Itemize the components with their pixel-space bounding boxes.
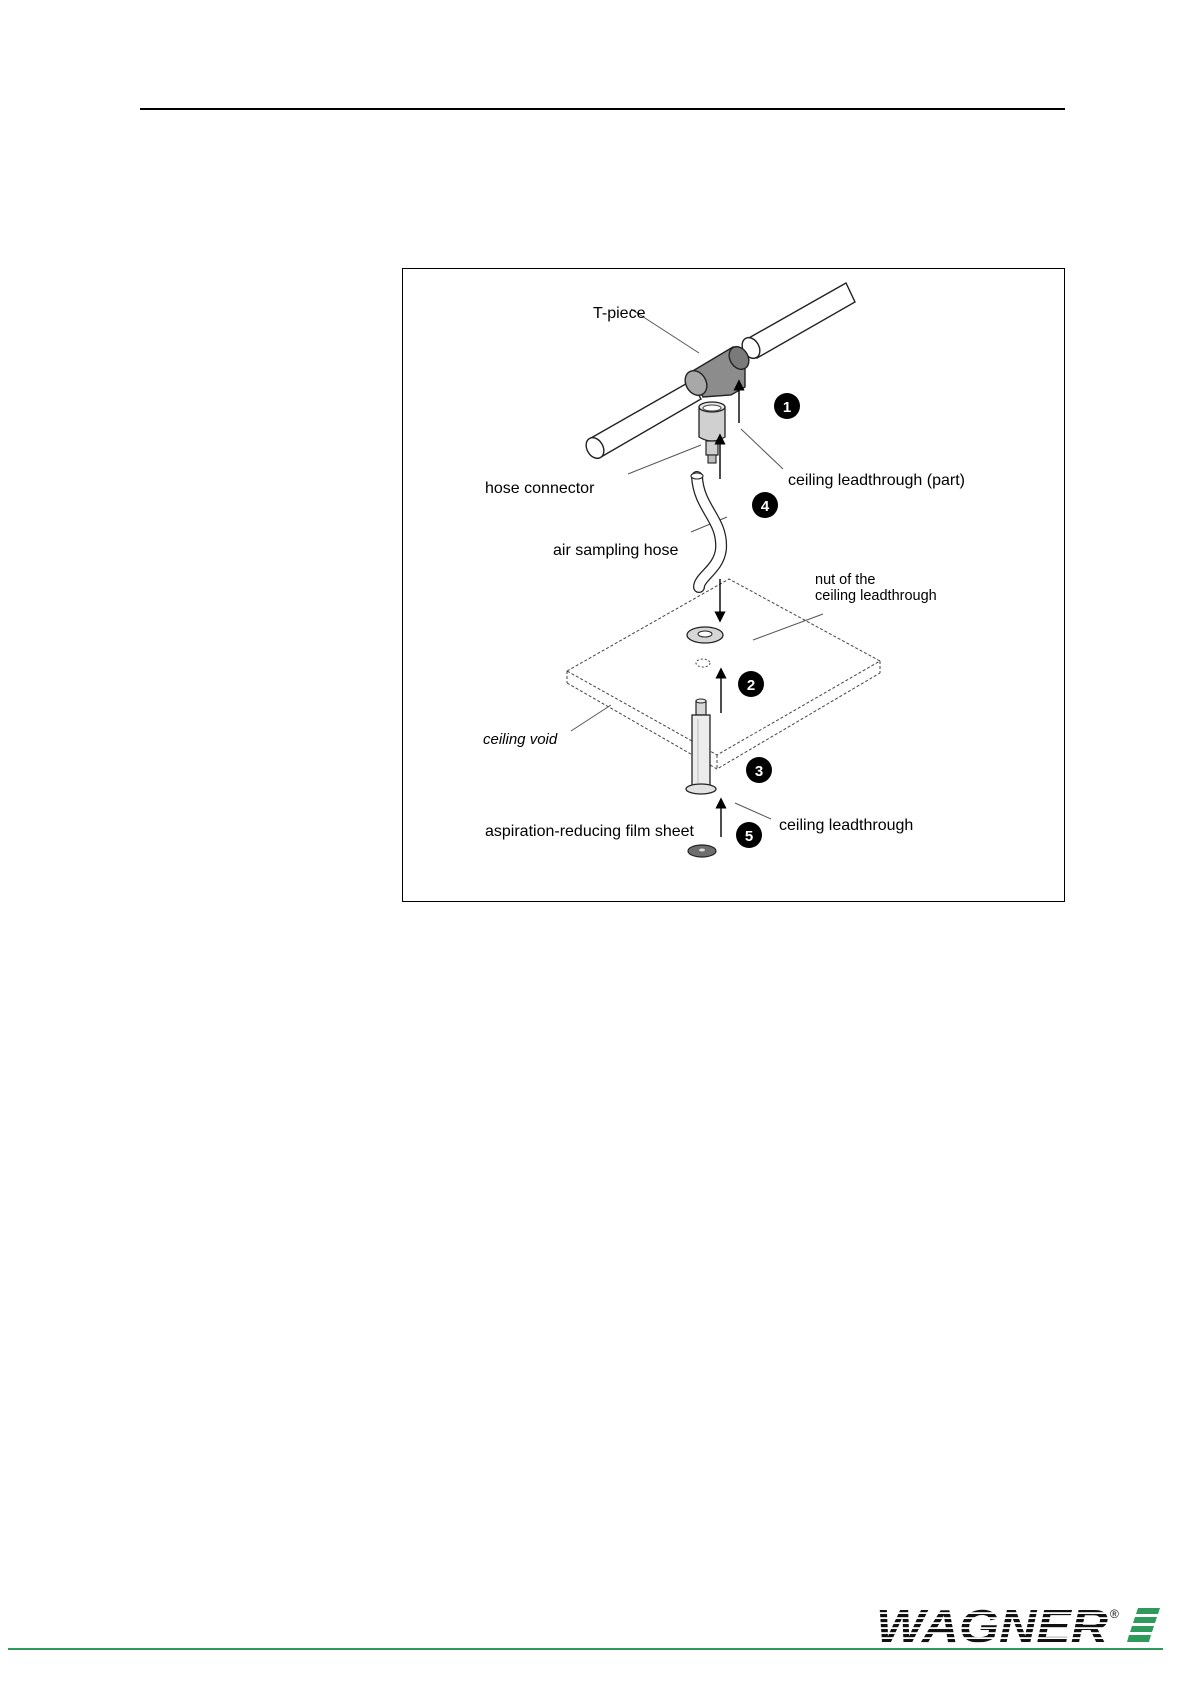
ceiling-leadthrough — [686, 699, 716, 794]
footer-rule — [8, 1648, 1163, 1650]
hose-connector — [706, 441, 718, 463]
ceiling-leadthrough-part — [699, 402, 725, 441]
t-piece — [681, 343, 753, 399]
label-ceiling-leadthrough: ceiling leadthrough — [779, 817, 913, 835]
installation-figure: 1 4 2 3 5 T-piece hose connector ceiling… — [402, 268, 1065, 902]
logo-wordmark: WAGNER — [876, 1604, 1108, 1646]
wagner-logo: WAGNER ® — [876, 1604, 1166, 1646]
exploded-assembly-drawing: 1 4 2 3 5 — [403, 269, 1066, 903]
assembly-arrows — [720, 385, 739, 837]
header-rule — [140, 108, 1065, 110]
step-3-number: 3 — [755, 763, 763, 780]
right-pipe — [739, 283, 855, 362]
label-film-sheet: aspiration-reducing film sheet — [485, 823, 694, 841]
step-2-number: 2 — [747, 677, 755, 694]
left-pipe — [583, 381, 701, 462]
step-markers — [736, 393, 800, 848]
step-5-number: 5 — [745, 828, 753, 845]
nut — [687, 627, 723, 643]
film-sheet — [688, 845, 716, 857]
label-hose-connector: hose connector — [485, 480, 594, 498]
label-air-sampling-hose: air sampling hose — [553, 542, 678, 560]
label-nut-line2: ceiling leadthrough — [815, 588, 937, 604]
step-1-number: 1 — [783, 399, 791, 416]
label-nut-line1: nut of the — [815, 572, 875, 588]
label-ceiling-leadthrough-part: ceiling leadthrough (part) — [788, 472, 965, 490]
ceiling-void-plate — [567, 579, 880, 769]
label-t-piece: T-piece — [593, 305, 645, 323]
logo-green-bars — [1127, 1608, 1160, 1642]
step-4-number: 4 — [761, 498, 770, 515]
label-ceiling-void: ceiling void — [483, 731, 557, 749]
plate-hole — [696, 659, 710, 667]
registered-mark: ® — [1110, 1607, 1119, 1621]
